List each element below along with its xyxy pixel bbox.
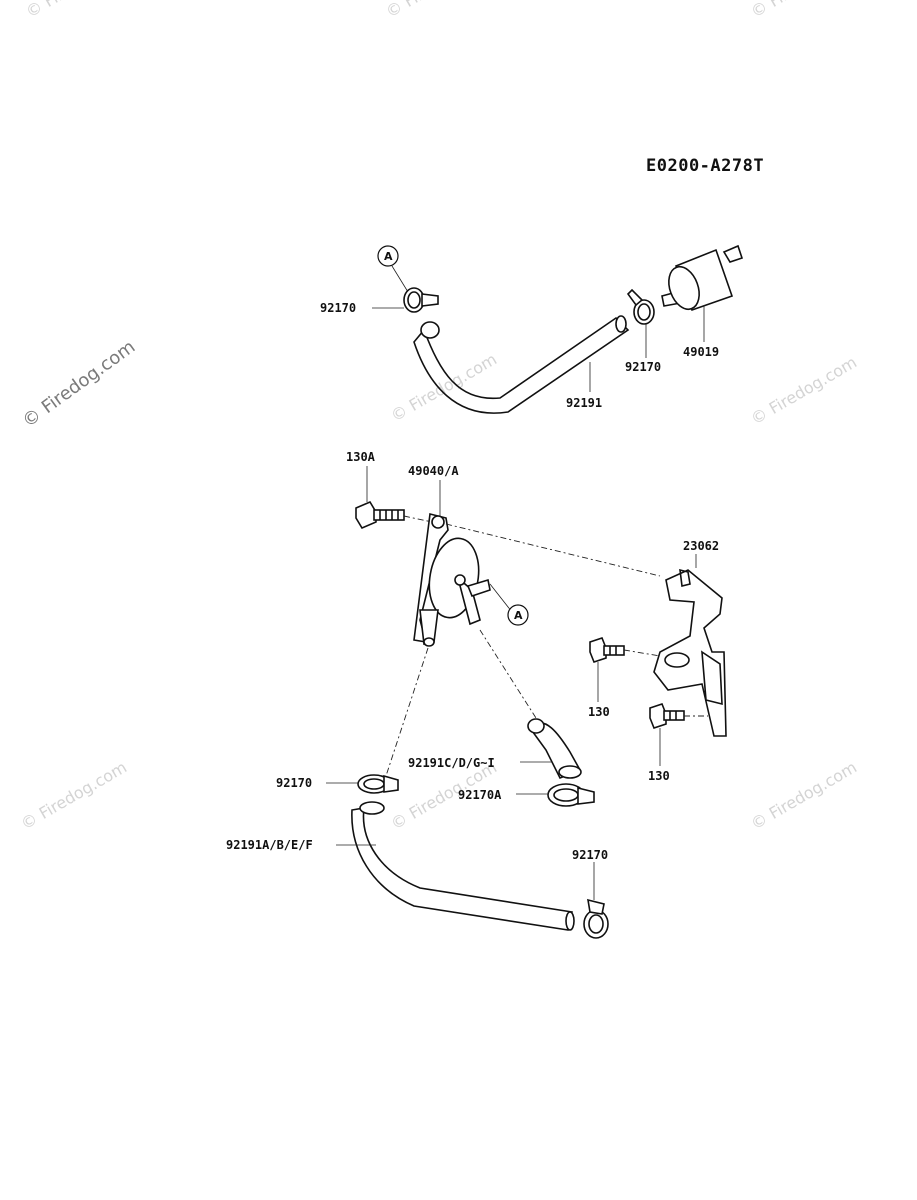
bolt-130-upper bbox=[589, 637, 661, 702]
label-hose-short: 92191C/D/G~I bbox=[408, 756, 495, 770]
label-clamp-170a: 92170A bbox=[458, 788, 502, 802]
clamp-upper-left bbox=[372, 287, 439, 313]
ref-marker-upper: A bbox=[377, 245, 409, 293]
clamp-upper-right bbox=[626, 288, 655, 358]
clamp-mid-left bbox=[326, 774, 399, 794]
label-clamp-upper-right: 92170 bbox=[625, 360, 661, 374]
label-hose-lower: 92191A/B/E/F bbox=[226, 838, 313, 852]
diagram-code: E0200-A278T bbox=[646, 156, 764, 176]
ref-marker-text: A bbox=[514, 609, 523, 622]
ref-marker-middle: A bbox=[507, 604, 529, 626]
ref-marker-text: A bbox=[384, 250, 393, 263]
label-clamp-upper-left: 92170 bbox=[320, 301, 356, 315]
watermark: © Firedog.com bbox=[388, 350, 501, 426]
fuel-pump bbox=[413, 480, 661, 647]
watermark: © Firedog.com bbox=[748, 353, 861, 429]
hose-lower bbox=[336, 801, 575, 931]
bolt-130-lower bbox=[649, 703, 708, 766]
label-bracket: 23062 bbox=[683, 539, 719, 553]
bolt-130a bbox=[355, 466, 433, 530]
label-clamp-mid-left: 92170 bbox=[276, 776, 312, 790]
label-hose-upper: 92191 bbox=[566, 396, 602, 410]
watermark: © Firedog.com bbox=[23, 0, 136, 21]
clamp-lower-right bbox=[583, 862, 609, 939]
watermark: © Firedog.com bbox=[748, 0, 861, 21]
label-clamp-lower-right: 92170 bbox=[572, 848, 608, 862]
watermark: © Firedog.com bbox=[18, 758, 131, 834]
clamp-170a bbox=[516, 783, 595, 807]
hose-short bbox=[520, 718, 582, 780]
label-filter: 49019 bbox=[683, 345, 719, 359]
label-bolt-130-upper: 130 bbox=[588, 705, 610, 719]
label-bolt-130a: 130A bbox=[346, 450, 376, 464]
watermark-group: © Firedog.com © Firedog.com © Firedog.co… bbox=[18, 0, 861, 833]
watermark-main: © Firedog.com bbox=[19, 336, 140, 432]
hose-upper bbox=[413, 315, 630, 414]
bracket bbox=[653, 554, 727, 737]
label-bolt-130-lower: 130 bbox=[648, 769, 670, 783]
label-pump: 49040/A bbox=[408, 464, 459, 478]
watermark: © Firedog.com bbox=[383, 0, 496, 21]
fuel-filter bbox=[661, 244, 744, 342]
watermark: © Firedog.com bbox=[748, 758, 861, 834]
